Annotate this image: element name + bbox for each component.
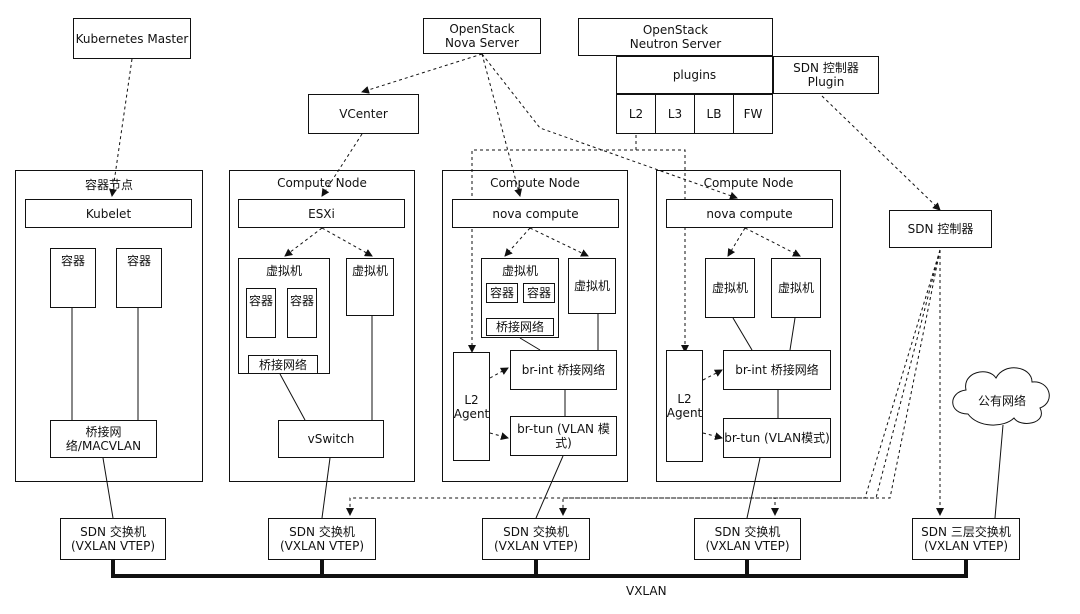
compute-node-a: Compute Node <box>442 170 628 482</box>
nova-compute-b: nova compute <box>666 199 833 228</box>
l2-agent-b: L2 Agent <box>666 350 703 462</box>
compute-node-b: Compute Node <box>656 170 841 482</box>
compute-a-vm-2: 虚拟机 <box>568 258 616 314</box>
vxlan-bus-label: VXLAN <box>626 584 667 598</box>
cloud-shape <box>952 367 1050 426</box>
compute-b-vm-1: 虚拟机 <box>705 258 755 318</box>
kubelet-box: Kubelet <box>25 199 192 228</box>
kubernetes-master-box: Kubernetes Master <box>73 18 191 59</box>
nova-server-box: OpenStack Nova Server <box>423 18 541 54</box>
esxi-vm-container-2: 容器 <box>287 288 317 338</box>
sdn-switch-4: SDN 交换机 (VXLAN VTEP) <box>694 518 801 560</box>
br-int-a: br-int 桥接网络 <box>510 350 617 390</box>
l2-agent-a: L2 Agent <box>453 352 490 461</box>
compute-a-vm-bridge: 桥接网络 <box>486 318 554 336</box>
compute-node-a-title: Compute Node <box>490 176 580 190</box>
esxi-vm-container-1: 容器 <box>246 288 276 338</box>
plugin-l3-box: L3 <box>655 94 695 134</box>
neutron-server-box: OpenStack Neutron Server <box>578 18 773 56</box>
container-box-2: 容器 <box>116 248 162 308</box>
sdn-controller-plugin-box: SDN 控制器 Plugin <box>773 56 879 94</box>
compute-a-vm-container-1: 容器 <box>486 283 518 303</box>
vswitch-box: vSwitch <box>278 420 384 458</box>
sdn-switch-3: SDN 交换机 (VXLAN VTEP) <box>482 518 590 560</box>
esxi-vm-bridge: 桥接网络 <box>248 355 318 374</box>
sdn-controller-box: SDN 控制器 <box>889 210 992 248</box>
sdn-l3-switch: SDN 三层交换机 (VXLAN VTEP) <box>912 518 1020 560</box>
esxi-box: ESXi <box>238 199 405 228</box>
br-tun-a: br-tun (VLAN 模式) <box>510 416 617 456</box>
esxi-compute-node: Compute Node <box>229 170 415 482</box>
sdn-switch-1: SDN 交换机 (VXLAN VTEP) <box>60 518 166 560</box>
container-node-title: 容器节点 <box>84 178 133 192</box>
compute-node-b-title: Compute Node <box>703 176 794 190</box>
br-tun-b: br-tun (VLAN模式) <box>723 418 831 458</box>
esxi-vm-2: 虚拟机 <box>346 258 394 316</box>
plugin-l2-box: L2 <box>616 94 656 134</box>
public-network-label: 公有网络 <box>977 394 1026 408</box>
compute-b-vm-2: 虚拟机 <box>771 258 821 318</box>
br-int-b: br-int 桥接网络 <box>723 350 831 390</box>
plugins-box: plugins <box>616 56 773 94</box>
container-node: 容器节点 <box>15 170 203 482</box>
plugin-lb-box: LB <box>694 94 734 134</box>
nova-compute-a: nova compute <box>452 199 619 228</box>
sdn-switch-2: SDN 交换机 (VXLAN VTEP) <box>268 518 376 560</box>
plugin-fw-box: FW <box>733 94 773 134</box>
vcenter-box: VCenter <box>308 94 419 134</box>
esxi-node-title: Compute Node <box>277 176 367 190</box>
compute-a-vm-container-2: 容器 <box>523 283 555 303</box>
bridge-macvlan-box: 桥接网 络/MACVLAN <box>50 420 157 458</box>
container-box-1: 容器 <box>50 248 96 308</box>
